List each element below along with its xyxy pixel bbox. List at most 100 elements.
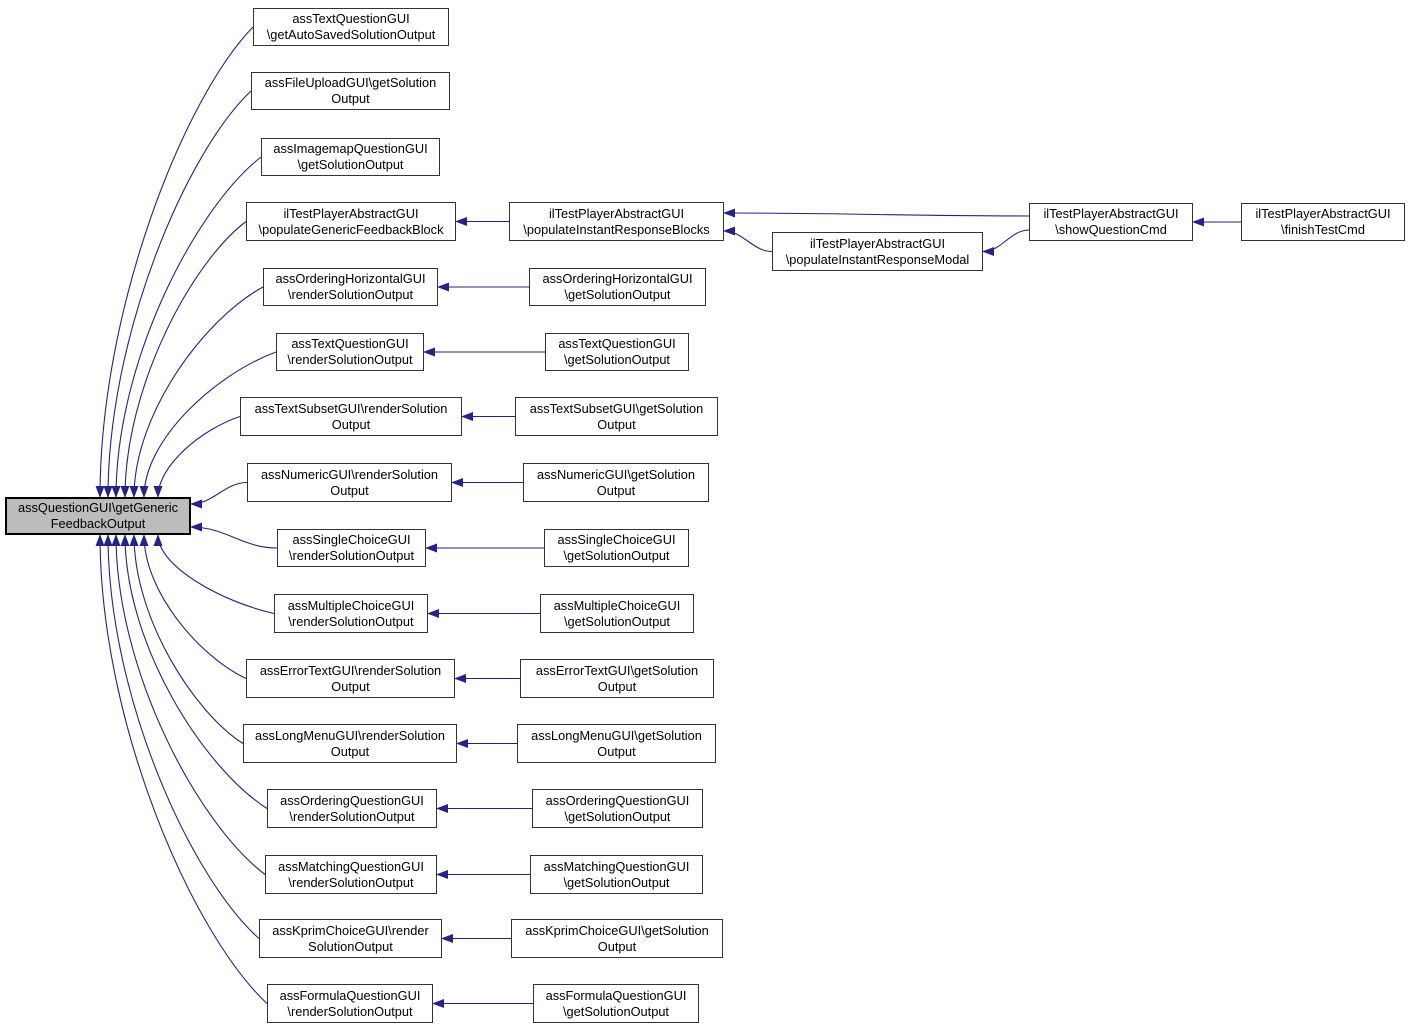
node-label-line: Output [597,743,636,759]
node-label-line: \getSolutionOutput [564,287,671,302]
graph-node-c2r14[interactable]: assMatchingQuestionGUI\renderSolutionOut… [265,855,437,894]
node-label-line: Output [331,416,371,432]
call-edge [190,522,278,549]
node-label-line: assSingleChoiceGUI [292,532,411,547]
node-label-line: assMultipleChoiceGUI [287,597,415,613]
call-edge [723,208,1030,218]
node-label-line: Output [597,416,636,432]
graph-node-c3r10[interactable]: assMultipleChoiceGUI\getSolutionOutput [540,594,694,633]
call-edge [95,534,268,1004]
node-label-line: \renderSolutionOutput [288,613,414,629]
graph-node-c2r5[interactable]: assOrderingHorizontalGUI\renderSolutionO… [263,268,438,306]
call-edge [723,226,773,253]
node-label-line: assKprimChoiceGUI\getSolution [525,922,709,938]
node-label-line: assKprimChoiceGUI\render [272,922,429,938]
node-label-line: assErrorTextGUI\getSolution [535,662,699,678]
node-label-line: assTextQuestionGUI [558,336,676,351]
node-label-line: \populateInstantResponseModal [785,251,970,267]
node-label-line: assQuestionGUI\getGeneric [17,500,179,515]
node-label-line: assMatchingQuestionGUI [278,858,424,874]
node-label-line: assOrderingQuestionGUI [280,792,424,808]
node-label-line: \getSolutionOutput [562,1003,669,1019]
node-label-line: \renderSolutionOutput [288,548,415,563]
node-label-line: assOrderingHorizontalGUI [275,271,426,286]
graph-node-c2r16[interactable]: assFormulaQuestionGUI\renderSolutionOutp… [267,984,433,1023]
graph-node-c3r14[interactable]: assMatchingQuestionGUI\getSolutionOutput [530,855,703,894]
node-label-line: Output [331,91,370,106]
node-label-line: assOrderingQuestionGUI [545,792,690,808]
node-label-line: ilTestPlayerAbstractGUI [548,205,685,221]
node-label-line: \renderSolutionOutput [287,1003,413,1019]
node-label-line: \renderSolutionOutput [288,874,414,890]
graph-node-c2r9[interactable]: assSingleChoiceGUI\renderSolutionOutput [277,529,426,567]
graph-node-modal[interactable]: ilTestPlayerAbstractGUI\populateInstantR… [772,232,983,271]
graph-node-c3r4[interactable]: ilTestPlayerAbstractGUI\populateInstantR… [509,202,724,241]
call-edge [95,26,254,498]
call-edge [129,286,264,498]
graph-node-c3r16[interactable]: assFormulaQuestionGUI\getSolutionOutput [533,984,699,1023]
call-edge [139,351,277,498]
graph-node-c2r10[interactable]: assMultipleChoiceGUI\renderSolutionOutpu… [274,594,428,633]
node-label-line: \getSolutionOutput [563,613,670,629]
node-label-line: assFileUploadGUI\getSolution [264,75,437,90]
graph-node-showq[interactable]: ilTestPlayerAbstractGUI\showQuestionCmd [1029,203,1193,241]
node-label-line: \renderSolutionOutput [287,287,414,302]
node-label-line: \showQuestionCmd [1055,222,1167,237]
node-label-line: \renderSolutionOutput [289,808,415,824]
node-label-line: Output [331,678,370,694]
node-label-line: ilTestPlayerAbstractGUI [1043,206,1179,221]
node-label-line: assFormulaQuestionGUI [545,987,687,1003]
node-label-line: assSingleChoiceGUI [557,532,676,547]
graph-node-c2r4[interactable]: ilTestPlayerAbstractGUI\populateGenericF… [246,202,456,241]
node-label-line: assLongMenuGUI\getSolution [531,727,702,743]
node-label-line: assFormulaQuestionGUI [279,987,421,1003]
call-edge [111,534,266,875]
graph-node-c3r13[interactable]: assOrderingQuestionGUI\getSolutionOutput [532,789,703,828]
call-edge [120,534,268,809]
graph-node-c2r6[interactable]: assTextQuestionGUI\renderSolutionOutput [276,333,424,371]
node-label-line: \renderSolutionOutput [287,352,413,367]
graph-node-finish[interactable]: ilTestPlayerAbstractGUI\finishTestCmd [1241,203,1405,241]
graph-node-c2r13[interactable]: assOrderingQuestionGUI\renderSolutionOut… [267,789,437,828]
call-edge [190,481,248,509]
node-label-line: assMatchingQuestionGUI [543,858,690,874]
graph-node-c3r9[interactable]: assSingleChoiceGUI\getSolutionOutput [544,529,689,567]
node-label-line: \getSolutionOutput [297,157,404,172]
graph-node-c2r3[interactable]: assImagemapQuestionGUI\getSolutionOutput [261,138,440,176]
node-label-line: ilTestPlayerAbstractGUI [809,235,946,251]
node-label-line: assNumericGUI\renderSolution [260,466,439,482]
node-label-line: SolutionOutput [308,938,393,954]
node-label-line: assTextQuestionGUI [291,336,409,351]
node-label-line: assTextSubsetGUI\getSolution [529,400,704,416]
node-label-line: \getSolutionOutput [563,548,670,563]
node-label-line: ilTestPlayerAbstractGUI [283,205,419,221]
graph-node-c3r5[interactable]: assOrderingHorizontalGUI\getSolutionOutp… [529,268,706,306]
node-label-line: assTextSubsetGUI\renderSolution [254,400,448,416]
node-label-line: Output [330,482,369,498]
node-label-line: FeedbackOutput [50,516,146,531]
graph-node-c3r6[interactable]: assTextQuestionGUI\getSolutionOutput [545,333,689,371]
call-edge [153,534,275,615]
call-edge [111,156,262,498]
call-edge [129,534,244,744]
node-label-line: assErrorTextGUI\renderSolution [259,662,442,678]
call-edge [103,534,260,939]
node-label-line: Output [597,938,637,954]
call-edge [120,221,247,498]
graph-node-c2r1[interactable]: assTextQuestionGUI\getAutoSavedSolutionO… [253,8,449,46]
node-label-line: \populateGenericFeedbackBlock [258,221,444,237]
